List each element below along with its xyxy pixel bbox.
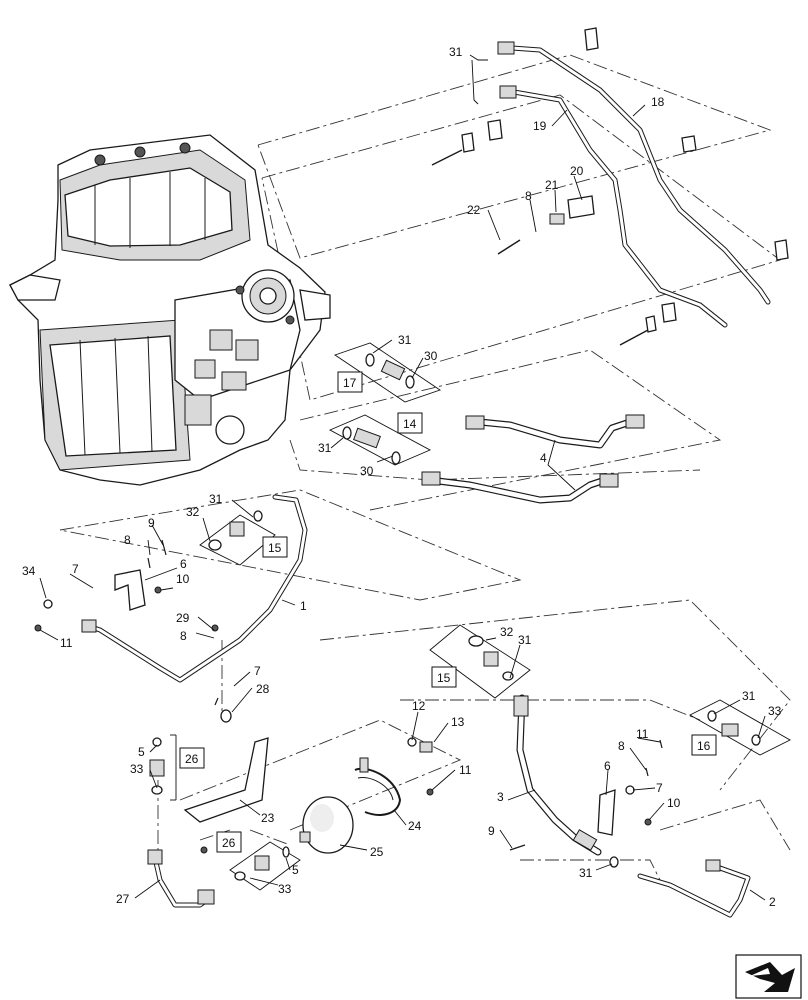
- transmission-housing: [9, 134, 331, 486]
- callout-27: 27: [116, 892, 130, 906]
- bracket-23: [183, 737, 434, 854]
- callout-19: 19: [533, 119, 547, 133]
- ref-box-16: [691, 734, 717, 756]
- ref-15-upper-label: 15: [268, 541, 282, 555]
- callout-5-b: 5: [292, 863, 299, 877]
- callout-8-a: 8: [124, 533, 131, 547]
- callout-31-kit15a: 31: [209, 492, 223, 506]
- callout-5-a: 5: [138, 745, 145, 759]
- ref-box-15-lower: [431, 666, 457, 688]
- callout-8-c: 8: [618, 739, 625, 753]
- callout-7-c: 7: [656, 781, 663, 795]
- tube-27: [147, 849, 215, 908]
- ref-17-label: 17: [343, 376, 357, 390]
- callout-32-kit15b: 32: [500, 625, 514, 639]
- callout-31-kit16: 31: [742, 689, 756, 703]
- tube-19: [499, 85, 728, 328]
- tube-18: [497, 41, 771, 305]
- ref-box-17: [337, 371, 363, 393]
- callout-8-top: 8: [525, 189, 532, 203]
- kit-15-lower: [429, 624, 531, 699]
- callout-11-a: 11: [60, 636, 73, 650]
- callout-33-kit16: 33: [768, 704, 782, 718]
- ref-15-lower-label: 15: [437, 671, 451, 685]
- callout-10-a: 10: [176, 572, 190, 586]
- callout-21: 21: [545, 178, 559, 192]
- callout-25: 25: [370, 845, 384, 859]
- callout-11-c: 11: [636, 727, 649, 741]
- ref-16-label: 16: [697, 739, 711, 753]
- callout-labels: 31 18 19 20 21 22 8 31 30 31 30 4 31 32 …: [22, 45, 782, 909]
- callout-31-kit15b: 31: [518, 633, 532, 647]
- tube-clamps: [431, 27, 789, 346]
- callout-1: 1: [300, 599, 307, 613]
- callout-33-a: 33: [130, 762, 144, 776]
- callout-7-b: 7: [254, 664, 261, 678]
- callout-7-a: 7: [72, 562, 79, 576]
- callout-30-kit17: 30: [424, 349, 438, 363]
- callout-33-b: 33: [278, 882, 292, 896]
- callout-31-kit17: 31: [398, 333, 412, 347]
- leader-lines: [39, 54, 766, 901]
- hose-4: [421, 414, 645, 504]
- fitting-28: [214, 697, 232, 723]
- callout-24: 24: [408, 819, 422, 833]
- kit-15-upper: [199, 510, 276, 566]
- hose-3: [513, 694, 602, 856]
- callout-8-b: 8: [180, 629, 187, 643]
- callout-23: 23: [261, 811, 275, 825]
- ref-14-label: 14: [403, 417, 417, 431]
- callout-20: 20: [570, 164, 584, 178]
- tube-2: [609, 856, 751, 918]
- kit-17: [333, 342, 442, 403]
- kit-14: [328, 414, 432, 466]
- kit-26-upper: [149, 734, 177, 801]
- callout-31-top: 31: [449, 45, 463, 59]
- kit-26-lower: [229, 841, 301, 891]
- callout-34: 34: [22, 564, 36, 578]
- ref-26-upper-label: 26: [185, 752, 199, 766]
- callout-3: 3: [497, 790, 504, 804]
- callout-32-kit15a: 32: [186, 505, 200, 519]
- callout-30-kit14: 30: [360, 464, 374, 478]
- reference-boxes: 17 14 15 15 16 26 26: [179, 371, 717, 853]
- ref-box-26-lower: [216, 831, 242, 853]
- callout-9-a: 9: [148, 516, 155, 530]
- bracket-6-right: [509, 739, 663, 851]
- callout-22: 22: [467, 203, 481, 217]
- callout-13: 13: [451, 715, 465, 729]
- callout-9-c: 9: [488, 824, 495, 838]
- callout-2: 2: [769, 895, 776, 909]
- callout-18: 18: [651, 95, 665, 109]
- ref-box-14: [397, 412, 423, 434]
- callout-29: 29: [176, 611, 190, 625]
- bracket-6-left: [34, 539, 219, 632]
- ref-box-26-upper: [179, 747, 205, 769]
- ref-box-15-upper: [262, 536, 288, 558]
- callout-11-b: 11: [459, 763, 472, 777]
- callout-6-c: 6: [604, 759, 611, 773]
- callout-12: 12: [412, 699, 426, 713]
- clamp-24: [354, 757, 402, 816]
- callout-10-c: 10: [667, 796, 681, 810]
- ref-26-lower-label: 26: [222, 836, 236, 850]
- tube-1: [81, 494, 308, 683]
- next-arrow-icon[interactable]: [735, 954, 802, 999]
- accumulator-25: [299, 796, 354, 854]
- callout-31-kit14: 31: [318, 441, 332, 455]
- callout-31-c: 31: [579, 866, 593, 880]
- callout-28: 28: [256, 682, 270, 696]
- callout-4: 4: [540, 451, 547, 465]
- callout-6-a: 6: [180, 557, 187, 571]
